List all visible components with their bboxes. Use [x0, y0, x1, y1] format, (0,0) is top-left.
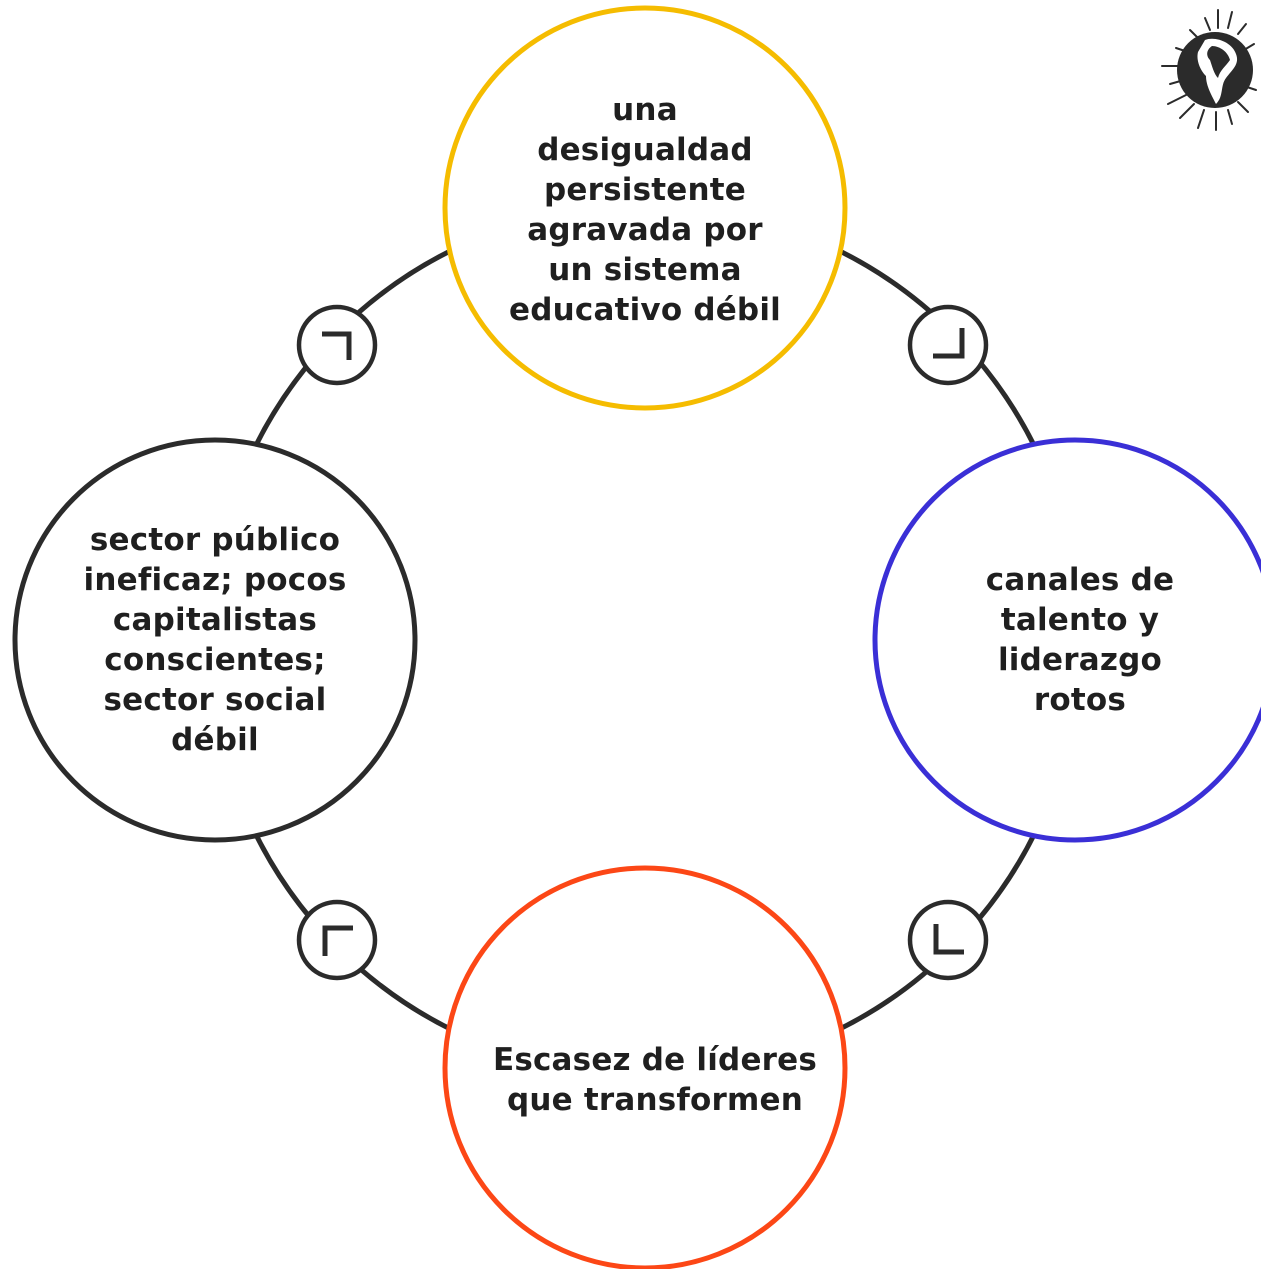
connector-bottom-left [296, 899, 378, 981]
connector-top-right [907, 304, 989, 386]
node-bottom-label: Escasez de líderes que transformen [492, 1042, 818, 1118]
corner-bottom-right-icon [933, 328, 965, 359]
node-bottom-circle [442, 865, 848, 1269]
corner-top-right-icon [322, 331, 352, 360]
connector-left-top [296, 304, 378, 386]
node-top-label: una desigualdad persistente agravada por… [509, 92, 781, 328]
node-right-circle [872, 437, 1261, 843]
node-top-circle [442, 5, 848, 411]
node-left-label: sector público ineficaz; pocos capitalis… [83, 522, 347, 758]
node-left-circle [12, 437, 418, 843]
node-right-label: canales de talento y liderazgo rotos [985, 562, 1175, 718]
globe-americas-sunburst-icon [1161, 9, 1257, 131]
corner-bottom-left-icon [933, 924, 964, 955]
corner-top-left-icon [322, 925, 353, 956]
connector-right-bottom [907, 899, 989, 981]
